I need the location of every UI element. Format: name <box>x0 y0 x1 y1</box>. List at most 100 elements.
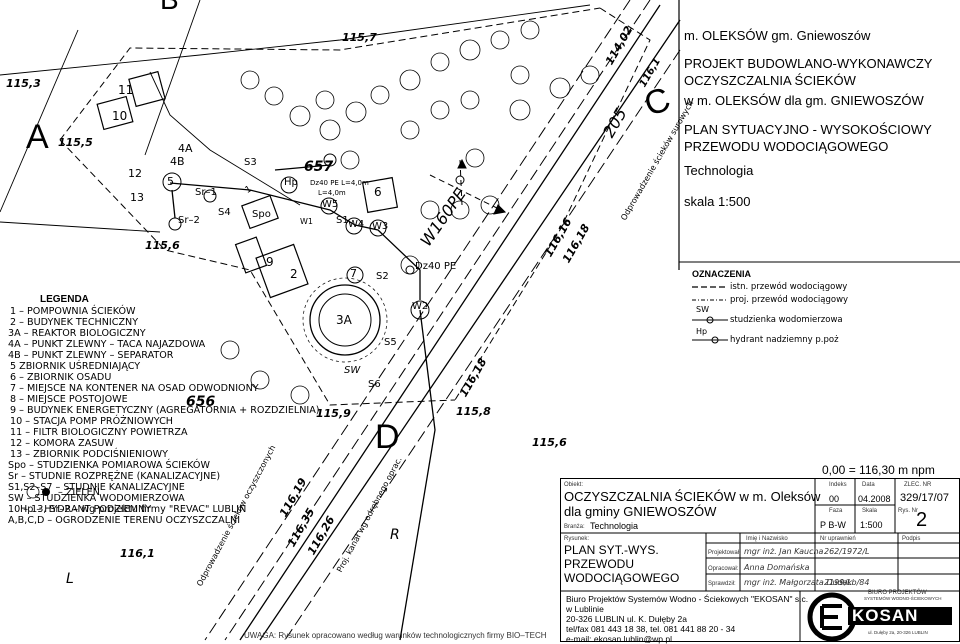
legend-item: 4B – PUNKT ZLEWNY – SEPARATOR <box>8 350 174 361</box>
object-label: W5 <box>322 199 339 210</box>
tb-data-label: Data <box>862 482 875 488</box>
legend-item: SW – STUDZIENKA WODOMIERZOWA <box>8 493 185 504</box>
elev-label: 115,8 <box>456 405 491 418</box>
fence-line <box>59 7 651 406</box>
tb-zlec-label: ZLEC. NR <box>904 482 932 488</box>
elev-label: 115,5 <box>58 136 93 149</box>
tb-rysunek-label: Rysunek: <box>564 536 590 542</box>
npm-datum: 0,00 = 116,30 m npm <box>822 463 935 477</box>
legend-item: 1 – POMPOWNIA ŚCIEKÓW <box>10 306 136 317</box>
tb-skala: 1:500 <box>860 520 883 530</box>
object-label: S3 <box>244 157 257 168</box>
tb-firm-3: 20-326 LUBLIN ul. K. Dułęby 2a <box>566 614 687 624</box>
tb-imie-label: Imię i Nazwisko <box>746 536 788 542</box>
wastewater-outlet-symbol <box>429 158 507 215</box>
object-label: L=4,0m <box>318 189 346 197</box>
letter-r: R <box>390 527 400 543</box>
object-label: S5 <box>384 337 397 348</box>
tb-firm-1: Biuro Projektów Systemów Wodno - Ściekow… <box>566 594 809 604</box>
object-label: 3A <box>336 313 352 327</box>
legend-item: 12 – KOMORA ZASUW <box>10 438 114 449</box>
tb-zlec: 329/17/07 <box>900 492 949 504</box>
logo-sub-3: ul. Dułęby 2a, 20-326 LUBLIN <box>868 630 928 635</box>
object-label: 2 <box>290 267 298 281</box>
tb-obiekt-label: Obiekt: <box>564 482 584 488</box>
object-label: 4B <box>170 155 185 168</box>
tb-sprawdzil-label: Sprawdził: <box>708 581 736 587</box>
object-label: W2 <box>412 301 429 312</box>
object-label: 7 <box>350 267 357 280</box>
legend-item: 13 – ZBIORNIK PODCIŚNIENIOWY <box>10 449 168 460</box>
tb-projektowal-label: Projektował: <box>708 550 741 556</box>
building-2 <box>255 243 309 299</box>
legend-item: 2 – BUDYNEK TECHNICZNY <box>10 317 139 328</box>
legend-item: 4A – PUNKT ZLEWNY – TACA NAJAZDOWA <box>8 339 206 350</box>
tb-firm-2: w Lublinie <box>566 604 604 614</box>
tb-rysunek-2: PRZEWODU <box>564 557 634 571</box>
object-label: 13 <box>130 191 144 204</box>
markings-item: proj. przewód wodociągowy <box>730 295 849 305</box>
pipes <box>169 164 436 641</box>
road-lines <box>239 4 681 641</box>
legend-item: 6 – ZBIORNIK OSADU <box>10 372 112 383</box>
legend-symbols <box>692 286 728 344</box>
tb-indeks-label: Indeks <box>829 482 847 488</box>
object-label: Hp <box>284 177 298 188</box>
header-project-place: w m. OLEKSÓW dla gm. GNIEWOSZÓW <box>684 93 924 108</box>
buildings <box>96 70 399 299</box>
tb-indeks: 00 <box>829 494 840 504</box>
tb-firm-5: e-mail: ekosan.lublin@wp.pl <box>566 634 672 644</box>
legend-title: LEGENDA <box>40 294 89 305</box>
object-label: W4 <box>348 219 365 230</box>
greenery <box>220 20 600 405</box>
tb-upr-label: Nr uprawnień <box>820 536 856 542</box>
legend-item: Spo – STUDZIENKA POMIAROWA ŚCIEKÓW <box>8 460 210 471</box>
object-label: S1 <box>336 215 349 226</box>
tb-firm-4: tel/fax 081 443 18 38, tel. 081 441 88 2… <box>566 624 736 634</box>
object-label: Sr–2 <box>178 215 200 226</box>
tb-sprawdzil: mgr inż. Małgorzata Dudak <box>744 578 853 587</box>
legend-item: Sr – STUDNIE ROZPRĘŻNE (KANALIZACYJNE) <box>8 471 221 482</box>
markings-item: hydrant nadziemny p.poż <box>730 335 839 345</box>
markings-title: OZNACZENIA <box>692 269 751 279</box>
building-7 <box>234 236 268 274</box>
letter-l: L <box>66 571 74 587</box>
tb-projektowal: mgr inż. Jan Kaucha <box>744 547 824 556</box>
plot-lines <box>0 0 591 233</box>
tb-rys-label: Rys. Nr <box>898 508 918 514</box>
logo-sub-2: SYSTEMÓW WODNO-ŚCIEKOWYCH <box>864 596 942 601</box>
object-label: S4 <box>218 207 231 218</box>
building-9 <box>361 176 399 214</box>
tb-obiekt-1: OCZYSZCZALNIA ŚCIEKÓW w m. Oleksów <box>564 489 821 504</box>
legend-item: Hp – HYDRANT PODZIEMNY <box>20 504 152 515</box>
elev-label: 115,6 <box>532 436 567 449</box>
logo-sub-1: BIURO PROJEKTÓW <box>868 590 927 596</box>
object-label: 12 <box>128 167 142 180</box>
title-block: Obiekt: OCZYSZCZALNIA ŚCIEKÓW w m. Oleks… <box>560 478 960 644</box>
tb-skala-label: Skala <box>862 508 878 514</box>
elev-label: 115,9 <box>316 407 351 420</box>
object-label: S2 <box>376 271 389 282</box>
road-axis <box>204 0 681 641</box>
tb-obiekt-2: dla gminy GNIEWOSZÓW <box>564 504 717 519</box>
building-11 <box>128 70 166 108</box>
legend-item-greenery: – ZIELEŃ <box>58 487 100 498</box>
elev-label: 115,7 <box>342 31 377 44</box>
object-label: 9 <box>266 255 274 269</box>
object-label: 4A <box>178 142 193 155</box>
tb-rysunek-1: PLAN SYT.-WYS. <box>564 543 659 557</box>
object-label: 11 <box>118 83 134 97</box>
markings-item: studzienka wodomierzowa <box>730 315 843 325</box>
logo-word: KOSAN <box>852 606 919 625</box>
legend-item-revac: 10 – 13, Sr–2 – wg projektu firmy "REVAC… <box>8 504 247 515</box>
tb-data: 04.2008 <box>858 494 891 504</box>
reactor-3a <box>302 277 388 363</box>
header-plan-title: PLAN SYTUACYJNO - WYSOKOŚCIOWY <box>684 122 932 137</box>
object-label: W1 <box>300 217 313 226</box>
tb-podpis-label: Podpis <box>902 536 921 542</box>
legend-item: 5 ZBIORNIK UŚREDNIAJĄCY <box>10 361 141 372</box>
object-label: 5 <box>167 175 174 188</box>
object-label: W3 <box>372 221 389 232</box>
header-plan-subtitle: PRZEWODU WODOCIĄGOWEGO <box>684 139 889 154</box>
legend-item: 3A – REAKTOR BIOLOGICZNY <box>8 328 146 339</box>
